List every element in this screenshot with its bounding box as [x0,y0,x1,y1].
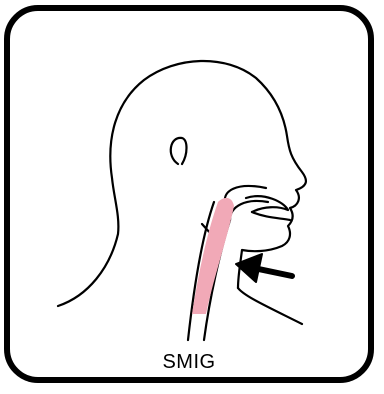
symbol-caption: SMIG [10,351,368,374]
symbol-card: SMIG [4,5,374,383]
pharynx-inner [230,201,268,220]
oral-cavity [246,196,288,212]
tongue-line [252,212,290,220]
throat-line [238,288,302,324]
bolus-highlight [192,198,234,314]
arrow-icon [236,254,292,282]
head-profile-illustration [10,11,372,377]
ear-outline [171,138,187,164]
